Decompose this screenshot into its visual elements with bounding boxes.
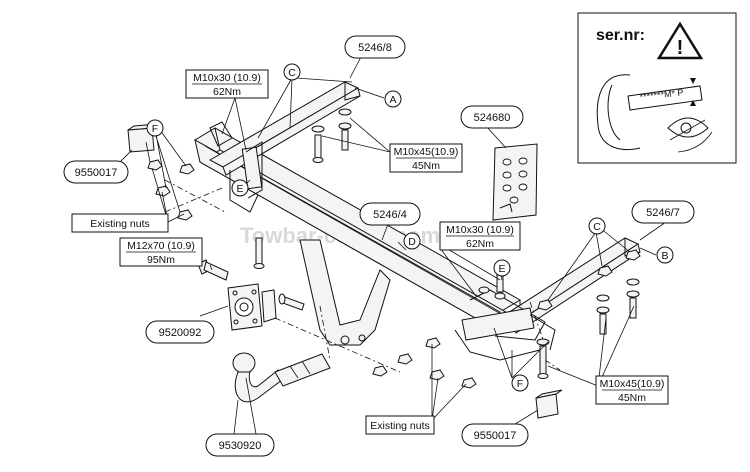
bolt-center-left: [253, 237, 265, 269]
m12x70-torque: 95Nm: [147, 254, 175, 266]
existing-nuts-label-bottom: Existing nuts: [365, 415, 435, 435]
bolt-m10x45-right-2: [626, 278, 640, 319]
tow-ball-neck: [232, 352, 331, 403]
m10x30-left-torque: 62Nm: [213, 86, 241, 98]
nut-bottom-1: [397, 353, 413, 365]
mounting-plate-524680: [492, 143, 538, 221]
m10x30-center-size: M10x30 (10.9): [446, 224, 514, 236]
part-5246-7-text: 5246/7: [646, 207, 680, 219]
m12x70-size: M12x70 (10.9): [127, 240, 195, 252]
callout-e-right: E: [493, 259, 511, 277]
part-9550017-right-text: 9550017: [474, 430, 517, 442]
serial-plate-text: *******M* P: [639, 87, 684, 102]
part-524680-text: 524680: [474, 112, 511, 124]
bolt-m10x45-top-1: [311, 125, 325, 163]
serial-title: ser.nr:: [596, 27, 645, 44]
callout-a: A: [384, 90, 402, 108]
callout-c-left-text: C: [288, 67, 296, 79]
electrical-box-right: [535, 389, 563, 419]
nut-bottom-3: [425, 337, 441, 349]
nut-bottom-2: [372, 365, 388, 377]
warning-symbol: !: [677, 37, 684, 59]
part-5246-4-text: 5246/4: [373, 209, 407, 221]
alignment-lines: [164, 179, 561, 373]
serial-plate: [627, 85, 703, 111]
small-bolt-right: [278, 293, 305, 311]
main-cross-beam: [194, 127, 521, 333]
part-label-5246-4: 5246/4: [359, 202, 421, 226]
callout-a-text: A: [389, 94, 396, 106]
callout-e-left-text: E: [236, 183, 243, 195]
nut-right-3: [625, 249, 641, 261]
electrical-box-left: [127, 123, 159, 153]
part-label-5246-7: 5246/7: [631, 200, 695, 224]
hardware-bolts-nuts: [127, 108, 641, 419]
callout-f-left: F: [146, 119, 164, 137]
nut-right-1: [537, 299, 553, 311]
part-label-9550017-right: 9550017: [461, 423, 529, 447]
bolt-m10x45-right-1: [596, 294, 610, 335]
nut-bottom-5: [461, 377, 477, 389]
bolt-spec-m12x70: M12x70 (10.9) 95Nm: [119, 237, 203, 267]
callout-f-right: F: [511, 374, 529, 392]
m10x45-top-torque: 45Nm: [412, 160, 440, 172]
bolt-center-e: [478, 269, 506, 300]
callout-b-text: B: [661, 250, 668, 262]
callout-d: D: [403, 232, 421, 250]
callout-b: B: [656, 246, 674, 264]
m10x45-right-torque: 45Nm: [618, 392, 646, 404]
existing-nuts-left-text: Existing nuts: [90, 218, 150, 230]
serial-number-panel: ser.nr: ! *******M* P: [577, 12, 737, 164]
warning-icon: !: [656, 21, 704, 60]
bolt-bottom-right: [536, 338, 550, 379]
callout-d-text: D: [408, 236, 416, 248]
part-label-5246-8: 5246/8: [344, 35, 406, 59]
part-9530920-text: 9530920: [219, 440, 262, 452]
bolt-m10x45-top-2: [338, 108, 352, 151]
left-side-bracket: [208, 81, 361, 213]
m10x30-center-torque: 62Nm: [466, 238, 494, 250]
part-9520092-text: 9520092: [159, 327, 202, 339]
nut-bottom-4: [429, 369, 445, 381]
ball-mount-flange: [227, 283, 277, 331]
part-label-524680: 524680: [460, 105, 524, 129]
nut-left-4: [179, 163, 195, 175]
callout-c-right-text: C: [593, 221, 601, 233]
part-9550017-left-text: 9550017: [75, 167, 118, 179]
part-5246-8-text: 5246/8: [358, 42, 392, 54]
m10x30-left-size: M10x30 (10.9): [193, 72, 261, 84]
nut-left-1: [147, 159, 163, 171]
m10x45-right-size: M10x45(10.9): [600, 378, 665, 390]
bolt-spec-m10x30-left: M10x30 (10.9) 62Nm: [185, 69, 269, 99]
towbar-neck-outline: [596, 74, 641, 151]
eye-icon: [667, 117, 713, 153]
part-label-9550017-left: 9550017: [63, 160, 129, 184]
existing-nuts-label-left: Existing nuts: [71, 213, 169, 233]
bolt-spec-m10x30-center: M10x30 (10.9) 62Nm: [439, 221, 521, 251]
callout-e-left: E: [231, 179, 249, 197]
callout-c-left: C: [283, 63, 301, 81]
bolt-spec-m10x45-top: M10x45(10.9) 45Nm: [389, 143, 463, 173]
callout-f-left-text: F: [152, 123, 158, 135]
part-label-9520092: 9520092: [145, 320, 215, 344]
nut-right-2: [597, 265, 613, 277]
m10x45-top-size: M10x45(10.9): [394, 146, 459, 158]
bolt-spec-m10x45-right: M10x45(10.9) 45Nm: [595, 375, 669, 405]
part-label-9530920: 9530920: [205, 433, 275, 457]
callout-c-right: C: [588, 217, 606, 235]
callout-f-right-text: F: [517, 378, 523, 390]
callout-e-right-text: E: [498, 263, 505, 275]
existing-nuts-bottom-text: Existing nuts: [370, 420, 430, 432]
